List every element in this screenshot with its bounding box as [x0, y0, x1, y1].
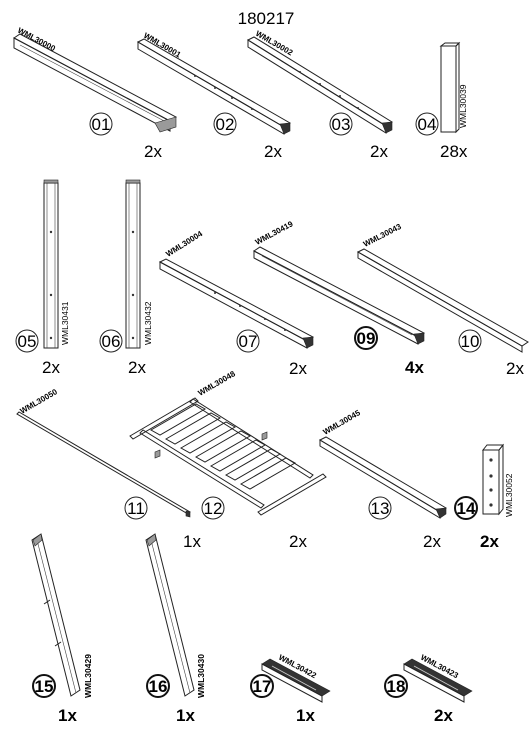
part-11-number-circle	[124, 496, 148, 520]
part-03-quantity: 2x	[370, 142, 388, 161]
part-17-number: 17	[253, 677, 272, 696]
part-14: WML30052 14 2x	[454, 443, 514, 551]
part-04-number: 04	[418, 115, 437, 134]
part-09-drawing	[253, 246, 425, 345]
part-15-number-circle	[32, 674, 56, 698]
part-14-code: WML30052	[504, 473, 514, 517]
part-12-code: WML30048	[197, 369, 238, 398]
part-15-number: 15	[35, 677, 54, 696]
part-18-number-circle	[384, 674, 408, 698]
part-05-drawing	[43, 179, 59, 349]
part-07-drawing	[158, 258, 314, 349]
part-06-quantity: 2x	[128, 358, 146, 377]
part-01-drawing	[13, 33, 177, 133]
part-13-code: WML30045	[322, 408, 363, 437]
part-17: WML30422 17 1x	[250, 653, 331, 725]
part-02-number-circle	[213, 112, 237, 136]
part-07-number: 07	[239, 332, 258, 351]
part-11-drawing	[16, 411, 191, 518]
part-05-number-circle	[15, 329, 39, 353]
part-04-code: WML30039	[458, 84, 468, 128]
part-12-number-circle	[201, 496, 225, 520]
part-13-number-circle	[368, 496, 392, 520]
part-07-number-circle	[236, 329, 260, 353]
part-10-number: 10	[461, 332, 480, 351]
part-06-number: 06	[102, 332, 121, 351]
part-18-number: 18	[387, 677, 406, 696]
part-17-number-circle	[250, 674, 274, 698]
part-18-drawing	[403, 658, 473, 703]
part-09-quantity: 4x	[405, 358, 424, 377]
part-03-number: 03	[332, 115, 351, 134]
part-12: WML30048 12 2x	[129, 369, 327, 551]
part-07-code: WML30004	[164, 229, 204, 259]
part-12-quantity: 2x	[289, 532, 307, 551]
part-13-quantity: 2x	[423, 532, 441, 551]
part-15-quantity: 1x	[58, 706, 77, 725]
part-18-quantity: 2x	[434, 706, 453, 725]
part-06-number-circle	[99, 329, 123, 353]
part-01-quantity: 2x	[144, 142, 162, 161]
part-05: WML30431 05 2x	[15, 179, 70, 377]
part-11-code: WML30050	[19, 387, 60, 416]
part-03-code: WML30002	[254, 29, 295, 58]
part-01-number-circle	[89, 112, 113, 136]
part-05-number: 05	[18, 332, 37, 351]
part-16-code: WML30430	[196, 654, 206, 698]
part-17-quantity: 1x	[296, 706, 315, 725]
part-14-number-circle	[454, 496, 478, 520]
part-13-number: 13	[371, 499, 390, 518]
part-10-drawing	[356, 248, 529, 353]
part-02-quantity: 2x	[264, 142, 282, 161]
part-15: WML30429 15 1x	[31, 533, 93, 725]
part-11: WML30050 11 1x	[16, 387, 201, 551]
part-16-number: 16	[149, 677, 168, 696]
part-15-drawing	[31, 533, 81, 697]
part-15-code: WML30429	[83, 654, 93, 698]
part-11-number: 11	[127, 499, 145, 518]
part-02-drawing	[136, 38, 291, 135]
part-06-code: WML30432	[143, 301, 153, 345]
part-12-drawing	[129, 397, 327, 516]
part-14-drawing	[481, 443, 505, 516]
document-number: 180217	[238, 9, 295, 28]
part-02-number: 02	[216, 115, 235, 134]
part-01-code: WML30000	[16, 26, 57, 54]
part-16-drawing	[145, 533, 195, 697]
part-04: WML30039 04 28x	[415, 41, 468, 161]
part-16-quantity: 1x	[176, 706, 195, 725]
part-09-code: WML30419	[254, 219, 295, 247]
part-03-drawing	[246, 36, 393, 134]
part-09: WML30419 09 4x	[253, 219, 425, 377]
part-09-number-circle	[354, 326, 378, 350]
part-05-code: WML30431	[60, 301, 70, 345]
part-09-number: 09	[357, 329, 376, 348]
part-11-quantity: 1x	[183, 532, 201, 551]
part-05-quantity: 2x	[42, 358, 60, 377]
part-03-number-circle	[329, 112, 353, 136]
part-10-code: WML30043	[362, 222, 403, 249]
part-17-drawing	[261, 658, 331, 703]
part-14-quantity: 2x	[480, 532, 499, 551]
part-10-number-circle	[458, 329, 482, 353]
part-06-drawing	[125, 179, 141, 349]
part-04-drawing	[439, 41, 461, 134]
part-01-number: 01	[92, 115, 111, 134]
part-07-quantity: 2x	[289, 359, 307, 378]
part-18: WML30423 18 2x	[384, 653, 473, 725]
part-10: WML30043 10 2x	[356, 222, 529, 378]
part-10-quantity: 2x	[506, 359, 524, 378]
part-07: WML30004 07 2x	[158, 229, 314, 378]
part-04-quantity: 28x	[440, 142, 468, 161]
part-06: WML30432 06 2x	[99, 179, 153, 377]
part-13: WML30045 13 2x	[318, 408, 447, 551]
part-12-number: 12	[204, 499, 223, 518]
part-16: WML30430 16 1x	[145, 533, 206, 725]
part-04-number-circle	[415, 112, 439, 136]
part-16-number-circle	[146, 674, 170, 698]
part-13-drawing	[318, 436, 447, 519]
part-14-number: 14	[457, 499, 476, 518]
part-01: WML30000 01 2x	[13, 26, 177, 161]
